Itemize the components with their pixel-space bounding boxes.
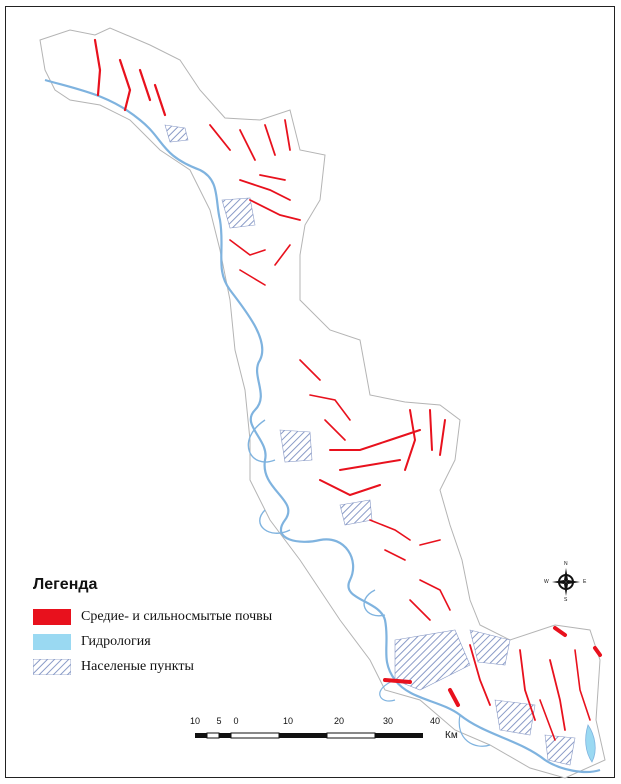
legend-item-eroded-soils: Средие- и сильносмытые почвы	[33, 604, 363, 629]
compass-west: W	[544, 579, 549, 585]
settlement-area	[221, 197, 256, 229]
legend-swatch-hatch	[33, 658, 71, 675]
scale-unit: Км	[445, 730, 458, 741]
river-oxbow	[247, 419, 386, 617]
river-branch	[379, 679, 491, 747]
river-main	[44, 78, 601, 774]
legend-item-hydrology: Гидрология	[33, 629, 363, 654]
scale-bar: 10 5 0 10 20 30 40 Км	[190, 716, 458, 748]
compass-east: E	[583, 579, 587, 585]
erosion-gully	[539, 649, 591, 741]
scale-tick-label: 10	[282, 716, 294, 726]
legend: Легенда Средие- и сильносмытые почвы Гид…	[33, 576, 363, 679]
compass-north: N	[564, 561, 568, 567]
erosion-gully	[239, 174, 301, 221]
compass-icon	[552, 568, 580, 596]
legend-item-settlements: Населеные пункты	[33, 654, 363, 679]
eroded-soils-layer	[93, 38, 602, 741]
erosion-gully	[93, 38, 167, 117]
settlement-area	[469, 629, 511, 666]
legend-title: Легенда	[33, 576, 98, 593]
erosion-gully	[229, 239, 291, 286]
legend-label: Гидрология	[81, 633, 151, 649]
scale-tick-label: 30	[382, 716, 394, 726]
scale-bar-graphic	[195, 732, 423, 739]
scale-tick-label: 0	[233, 716, 239, 726]
settlement-area	[279, 429, 313, 463]
scale-tick-label: 40	[429, 716, 441, 726]
lake	[585, 724, 596, 763]
settlements-layer	[164, 124, 576, 766]
scale-tick-label: 10	[189, 716, 201, 726]
legend-label: Средие- и сильносмытые почвы	[81, 608, 273, 624]
settlement-area	[164, 124, 189, 143]
erosion-gully	[404, 409, 446, 471]
erosion-gully	[209, 119, 291, 161]
erosion-gully	[369, 519, 441, 561]
erosion-gully	[299, 359, 351, 441]
legend-swatch-red	[33, 608, 71, 625]
erosion-gully	[319, 429, 421, 497]
legend-swatch-blue	[33, 633, 71, 650]
hydrology-layer	[44, 78, 601, 774]
erosion-patch	[383, 626, 602, 707]
settlement-area	[494, 699, 536, 736]
erosion-gully	[409, 579, 451, 621]
compass-south: S	[564, 597, 568, 603]
compass-rose: N S E W	[544, 560, 588, 609]
scale-tick-label: 20	[333, 716, 345, 726]
legend-label: Населеные пункты	[81, 658, 194, 674]
settlement-area	[394, 629, 471, 691]
erosion-gully	[469, 644, 566, 731]
settlement-area	[544, 734, 576, 766]
scale-tick-label: 5	[216, 716, 222, 726]
